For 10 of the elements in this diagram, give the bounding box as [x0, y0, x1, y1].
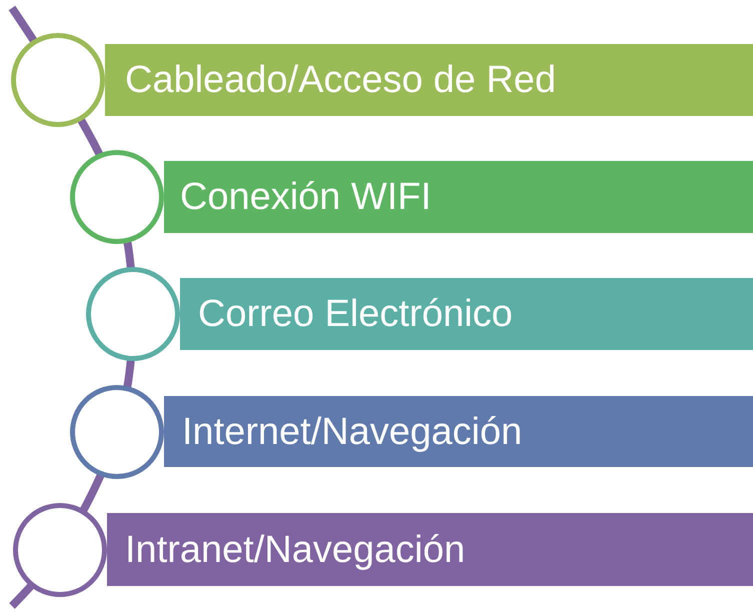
- step-bar: [164, 396, 753, 467]
- step-label: Internet/Navegación: [182, 412, 522, 450]
- step-label: Conexión WIFI: [180, 178, 432, 216]
- step-label: Intranet/Navegación: [125, 530, 466, 568]
- step-label: Cableado/Acceso de Red: [125, 61, 556, 99]
- step-bar: [105, 44, 753, 116]
- step-bar: [180, 278, 753, 350]
- step-bar: [107, 513, 753, 586]
- step-bar: [164, 161, 753, 233]
- step-label: Correo Electrónico: [198, 295, 513, 333]
